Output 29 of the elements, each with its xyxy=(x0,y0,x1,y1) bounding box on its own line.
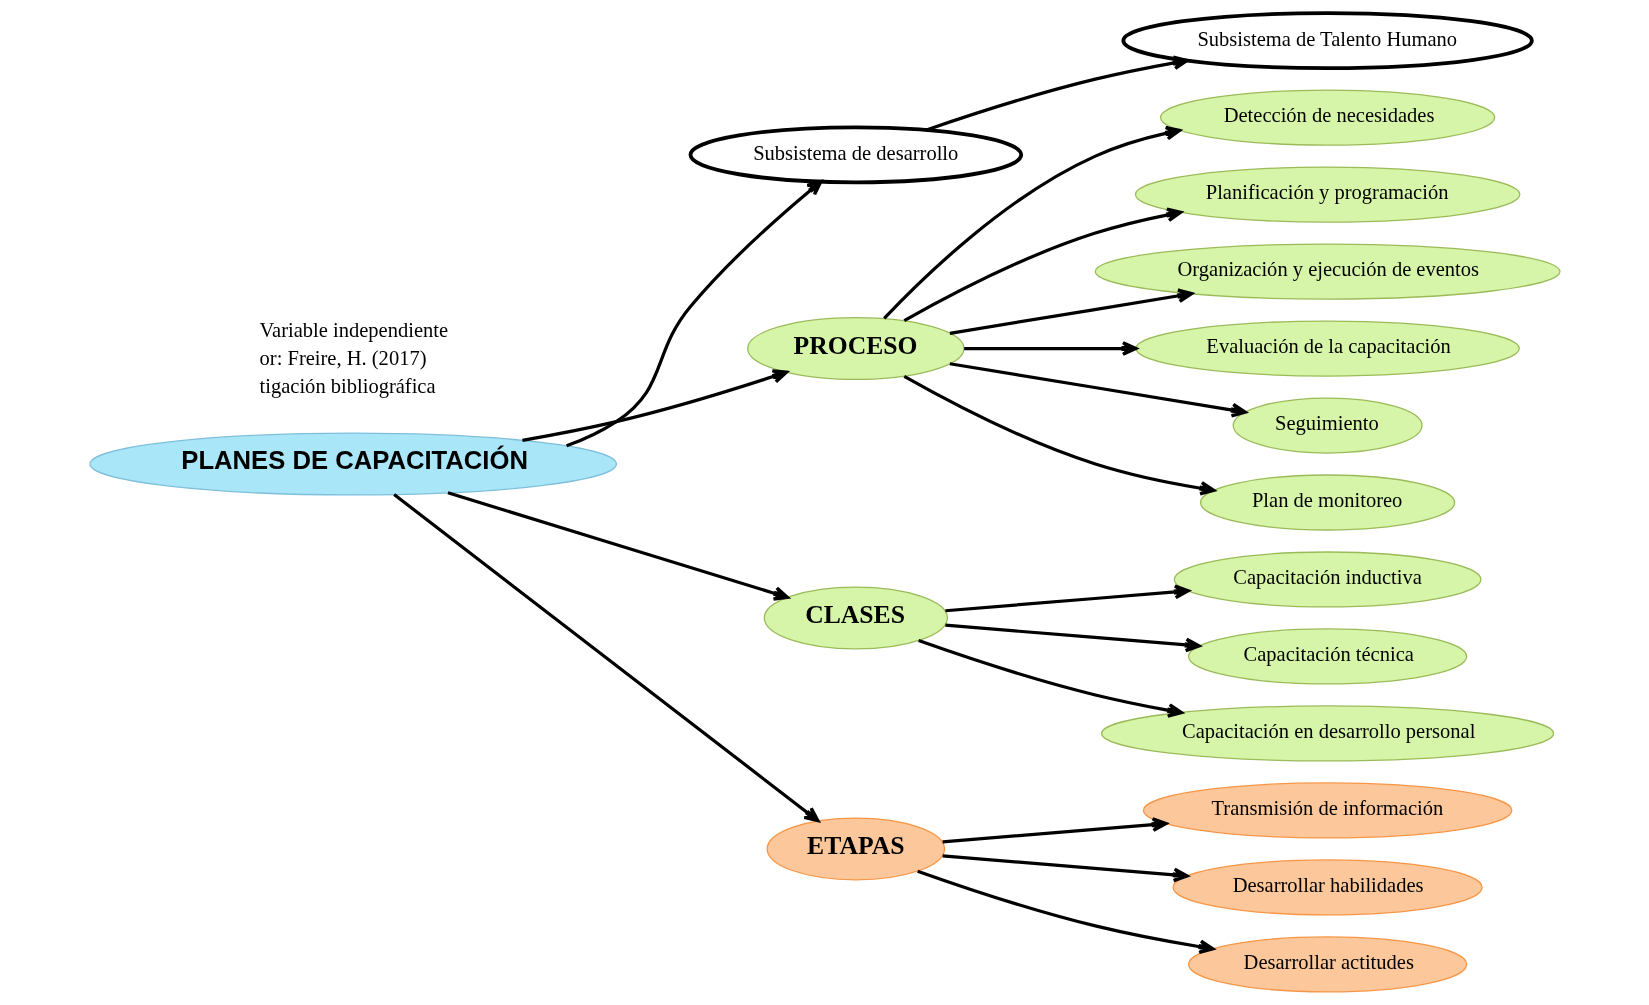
arrow xyxy=(447,491,789,601)
arrow xyxy=(521,369,788,442)
label: Variable independiente xyxy=(259,318,448,341)
arrow xyxy=(963,341,1137,356)
node-ellipse: Organización y ejecución de eventos xyxy=(1094,243,1561,300)
node-ellipse: ETAPAS xyxy=(766,817,945,881)
node-ellipse: PLANES DE CAPACITACIÓN xyxy=(88,432,617,496)
node-ellipse: Capacitación técnica xyxy=(1187,628,1467,685)
arrow xyxy=(944,584,1190,613)
arrow xyxy=(944,623,1201,653)
arrow xyxy=(565,180,822,448)
arrow xyxy=(917,639,1183,718)
arrow xyxy=(942,817,1168,844)
node-ellipse: PROCESO xyxy=(746,317,965,381)
arrow xyxy=(949,362,1247,418)
arrow xyxy=(903,207,1182,323)
node-ellipse: Detección de necesidades xyxy=(1159,89,1495,146)
node-ellipse: Transmisión de información xyxy=(1142,782,1512,839)
arrow xyxy=(903,375,1215,496)
arrow xyxy=(916,869,1214,955)
arrow xyxy=(942,854,1189,883)
label: or: Freire, H. (2017) xyxy=(259,346,426,369)
node-ellipse: Seguimiento xyxy=(1232,397,1423,454)
arrow xyxy=(949,288,1193,335)
label: tigación bibliográfica xyxy=(259,375,436,398)
node-ellipse: Evaluación de la capacitación xyxy=(1134,320,1520,377)
arrow xyxy=(392,493,820,823)
arrow xyxy=(924,55,1189,132)
node-ellipse: Subsistema de desarrollo xyxy=(688,125,1023,185)
